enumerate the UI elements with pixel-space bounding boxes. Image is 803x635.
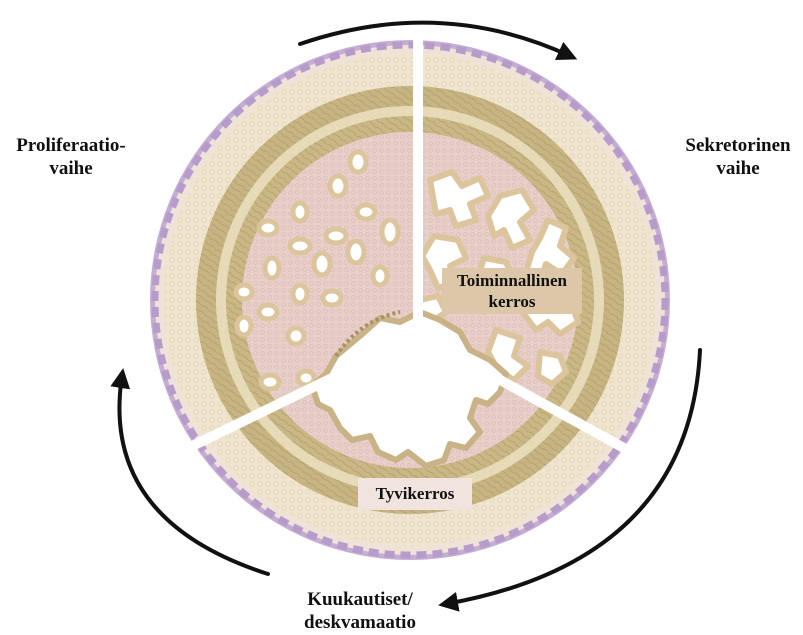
label-menstrual-phase: Kuukautiset/ deskvamaatio [290,588,430,634]
label-menstrual-line1: Kuukautiset/ [290,588,430,611]
label-basal-layer: Tyvikerros [358,478,472,510]
label-proliferative-line2: vaihe [6,157,136,180]
label-functional-layer: Toiminnallinen kerros [442,268,582,314]
label-secretory-line1: Sekretorinen [676,134,800,157]
label-proliferative-line1: Proliferaatio- [6,134,136,157]
label-menstrual-line2: deskvamaatio [290,611,430,634]
label-functional-line1: Toiminnallinen [442,270,582,291]
label-proliferative-phase: Proliferaatio- vaihe [6,134,136,180]
label-secretory-phase: Sekretorinen vaihe [676,134,800,180]
label-secretory-line2: vaihe [676,157,800,180]
label-functional-line2: kerros [442,291,582,312]
